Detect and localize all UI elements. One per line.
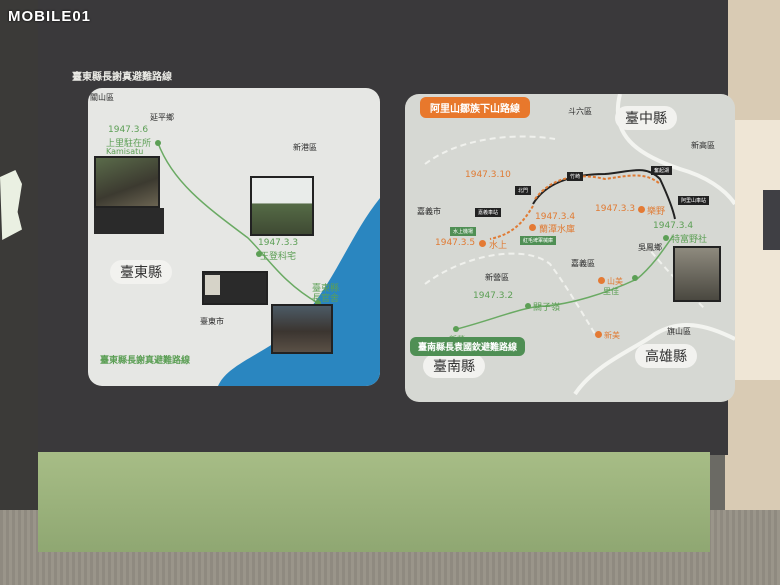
- orange-event-dot: [479, 240, 486, 247]
- county-border: [573, 322, 735, 396]
- district-border: [424, 135, 556, 165]
- district-label: 關山區: [90, 93, 114, 102]
- county-label: 臺中縣: [615, 106, 677, 130]
- map-tag: 北門: [515, 186, 532, 195]
- orange-event-dot: [638, 206, 645, 213]
- left-wall-sign: [0, 170, 22, 240]
- railway-line: [532, 169, 676, 220]
- orange-event-place: 水上: [489, 241, 508, 251]
- green-route-line: [456, 235, 674, 330]
- exhibit-board-base: [38, 452, 710, 552]
- district-border: [424, 252, 596, 335]
- event-place: 王登科宅: [260, 252, 297, 262]
- watermark-logo: MOBILE01: [8, 8, 92, 25]
- map-tag: 水上機場: [450, 227, 477, 236]
- green-event-date: 1947.3.2: [473, 291, 514, 301]
- district-label: 吳鳳鄉: [638, 243, 662, 252]
- green-event-dot: [663, 235, 669, 241]
- orange-event-place: 蘭潭水庫: [539, 225, 576, 235]
- district-label: 臺東市: [200, 317, 224, 326]
- orange-event-date: 1947.3.10: [465, 170, 511, 180]
- green-place-dot: [453, 326, 459, 332]
- county-label: 高雄縣: [635, 344, 697, 368]
- event-place-alt: Kamisatu: [106, 147, 144, 156]
- district-label: 延平鄉: [150, 113, 174, 122]
- photo-caption: [94, 208, 164, 234]
- route-title-green: 臺南縣長袁國欽避難路線: [410, 337, 526, 356]
- event-date: 1947.3.6: [108, 125, 149, 135]
- orange-place-dot: [598, 277, 605, 284]
- district-label: 新港區: [293, 143, 317, 152]
- route-title: 臺東縣長謝真避難路線: [100, 356, 191, 366]
- orange-event-date: 1947.3.3: [595, 204, 636, 214]
- county-label: 臺東縣: [110, 260, 172, 284]
- event-date: 1947.3.3: [258, 238, 299, 248]
- right-exhibit-photo: [763, 190, 780, 250]
- orange-route-line: [489, 205, 534, 240]
- district-label: 斗六區: [568, 107, 592, 116]
- green-event-place: 關子嶺: [533, 303, 561, 313]
- orange-place: 新美: [604, 331, 620, 340]
- map-tag: 紅毛埤軍械庫: [520, 236, 557, 245]
- route-title-orange: 阿里山鄒族下山路線: [420, 97, 530, 118]
- map-tag: 竹崎: [567, 172, 584, 181]
- portrait-photo: [205, 275, 220, 295]
- orange-place-dot: [595, 331, 602, 338]
- photo-tribe-caption: [673, 246, 721, 302]
- district-label: 新營區: [485, 273, 509, 282]
- orange-event-dot: [529, 224, 536, 231]
- map-tag: 阿里山車站: [678, 196, 710, 205]
- route-dot: [256, 251, 262, 257]
- orange-route-line: [534, 174, 661, 200]
- orange-place: 山美: [607, 277, 623, 286]
- green-place-dot: [632, 275, 638, 281]
- district-label: 嘉義市: [417, 207, 441, 216]
- sea-shape: [218, 198, 380, 386]
- photo-official-residence: [271, 304, 333, 354]
- photo-kamisatu: [94, 156, 160, 208]
- escape-route-line: [157, 142, 319, 304]
- route-point: [155, 140, 161, 146]
- county-label: 臺南縣: [423, 354, 485, 378]
- orange-event-date: 1947.3.4: [535, 212, 576, 222]
- exhibit-title: 臺東縣長謝真避難路線: [72, 72, 172, 83]
- right-exhibit-panel: [735, 120, 780, 380]
- map-tag: 嘉義車站: [475, 208, 502, 217]
- photo-residence: [250, 176, 314, 236]
- taitung-route-map: 關山區 延平鄉 新港區 臺東市 1947.3.6 上里駐在所 Kamisatu …: [88, 88, 380, 386]
- district-label: 旗山區: [667, 327, 691, 336]
- orange-event-place: 樂野: [647, 207, 666, 217]
- district-label: 新高區: [691, 141, 715, 150]
- event-place: 上里駐在所: [106, 139, 152, 149]
- green-event-dot: [525, 303, 531, 309]
- green-event-date: 1947.3.4: [653, 221, 694, 231]
- district-label: 嘉義區: [571, 259, 595, 268]
- event-place: 臺東縣長官舍: [312, 284, 340, 304]
- orange-event-date: 1947.3.5: [435, 238, 476, 248]
- green-event-place: 特富野社: [671, 235, 708, 245]
- map-tag: 奮起湖: [651, 166, 673, 175]
- green-place: 里佳: [603, 287, 619, 296]
